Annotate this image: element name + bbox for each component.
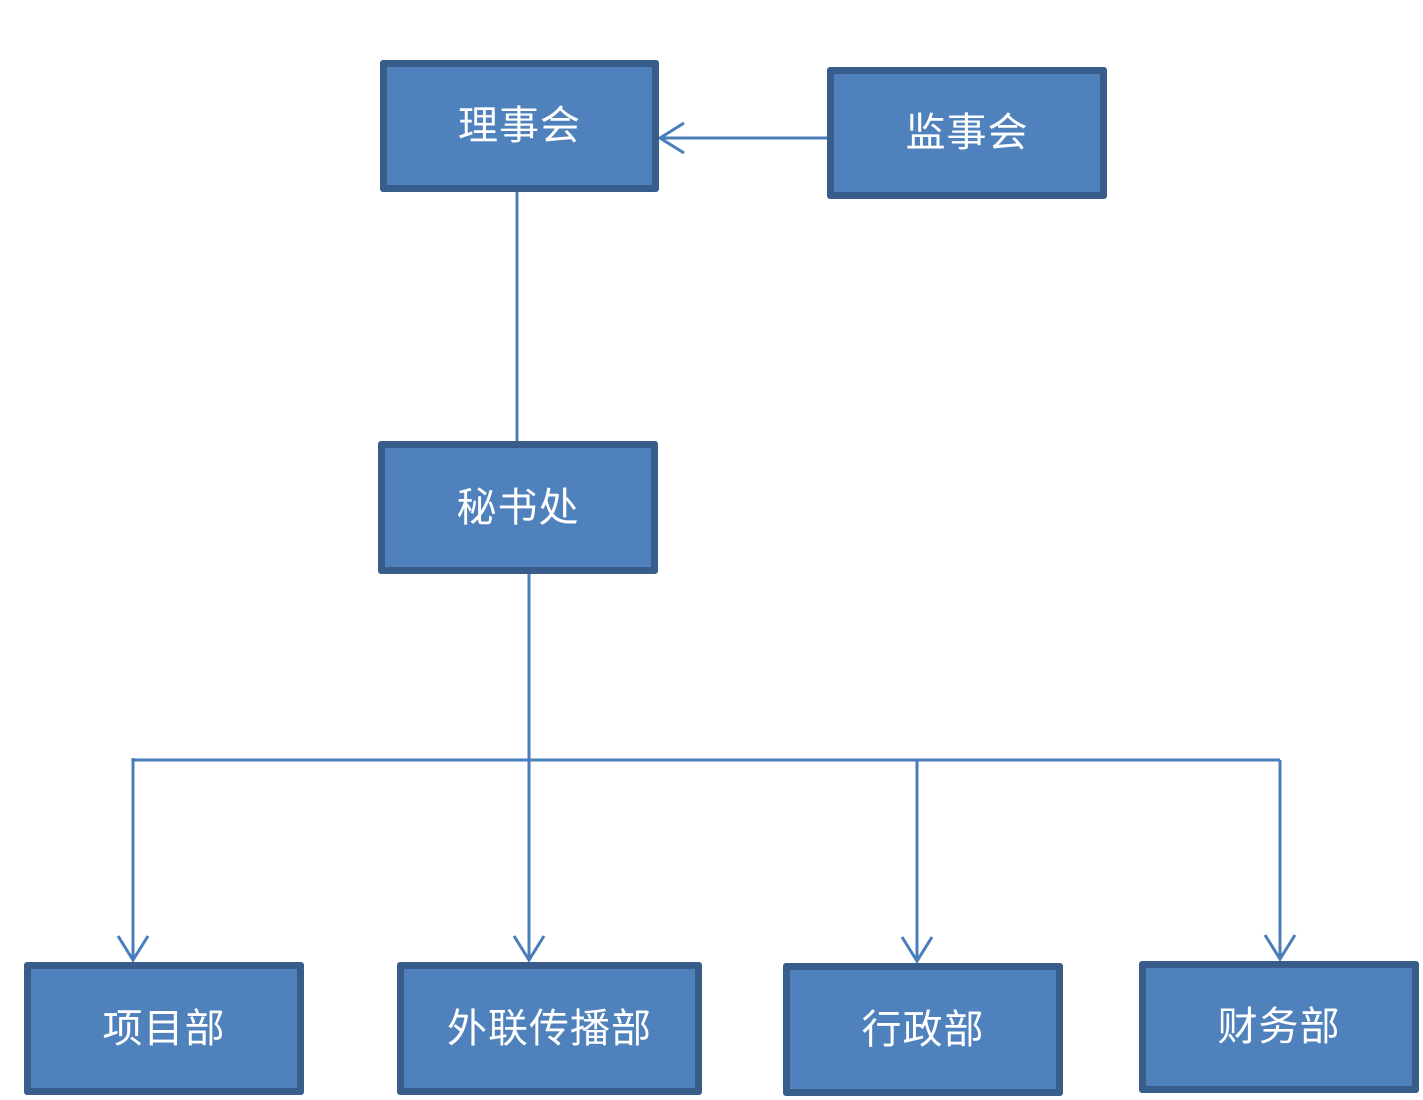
arrowhead-left-icon xyxy=(657,121,685,155)
arrowhead-down-icon xyxy=(900,936,934,964)
node-label: 财务部 xyxy=(1217,1004,1341,1050)
node-label: 秘书处 xyxy=(456,484,580,531)
node-finance-dept: 财务部 xyxy=(1139,961,1419,1093)
node-external-relations-dept: 外联传播部 xyxy=(397,962,702,1095)
node-label: 项目部 xyxy=(102,1005,226,1052)
node-board-of-supervisors: 监事会 xyxy=(827,67,1107,199)
node-secretariat: 秘书处 xyxy=(378,441,658,574)
node-board-of-directors: 理事会 xyxy=(380,60,659,192)
node-administration-dept: 行政部 xyxy=(783,963,1063,1096)
arrowhead-down-icon xyxy=(116,935,150,963)
arrowhead-down-icon xyxy=(512,935,546,963)
node-label: 外联传播部 xyxy=(447,1005,652,1052)
node-label: 行政部 xyxy=(861,1006,985,1053)
node-projects-dept: 项目部 xyxy=(24,962,304,1095)
node-label: 监事会 xyxy=(905,110,1029,156)
arrowhead-down-icon xyxy=(1263,934,1297,962)
node-label: 理事会 xyxy=(458,103,581,149)
